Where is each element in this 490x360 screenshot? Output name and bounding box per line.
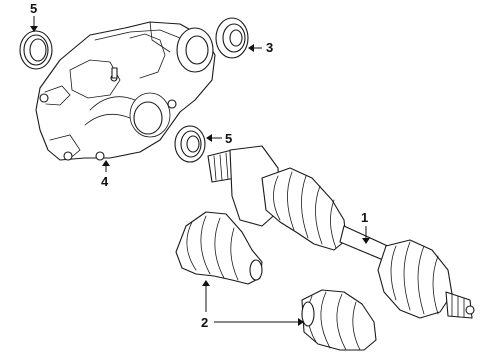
callout-3: 3	[266, 40, 273, 55]
leader-5-top	[30, 16, 38, 32]
leader-4	[102, 160, 110, 172]
callout-5-top: 5	[30, 1, 37, 16]
callout-4: 4	[101, 174, 109, 189]
boot-kit-2-right	[301, 289, 377, 351]
boot-kit-2-left	[175, 211, 263, 285]
seal-3	[215, 17, 249, 59]
leader-5-mid	[206, 134, 222, 142]
seal-5-top	[19, 30, 53, 70]
callout-5-mid: 5	[225, 131, 232, 146]
seal-5-mid	[174, 125, 206, 163]
differential-housing-4	[35, 21, 216, 161]
leader-2	[202, 280, 304, 326]
leader-1	[362, 226, 370, 244]
leader-3	[248, 44, 262, 52]
callout-1: 1	[361, 210, 368, 225]
callout-2: 2	[201, 315, 208, 330]
